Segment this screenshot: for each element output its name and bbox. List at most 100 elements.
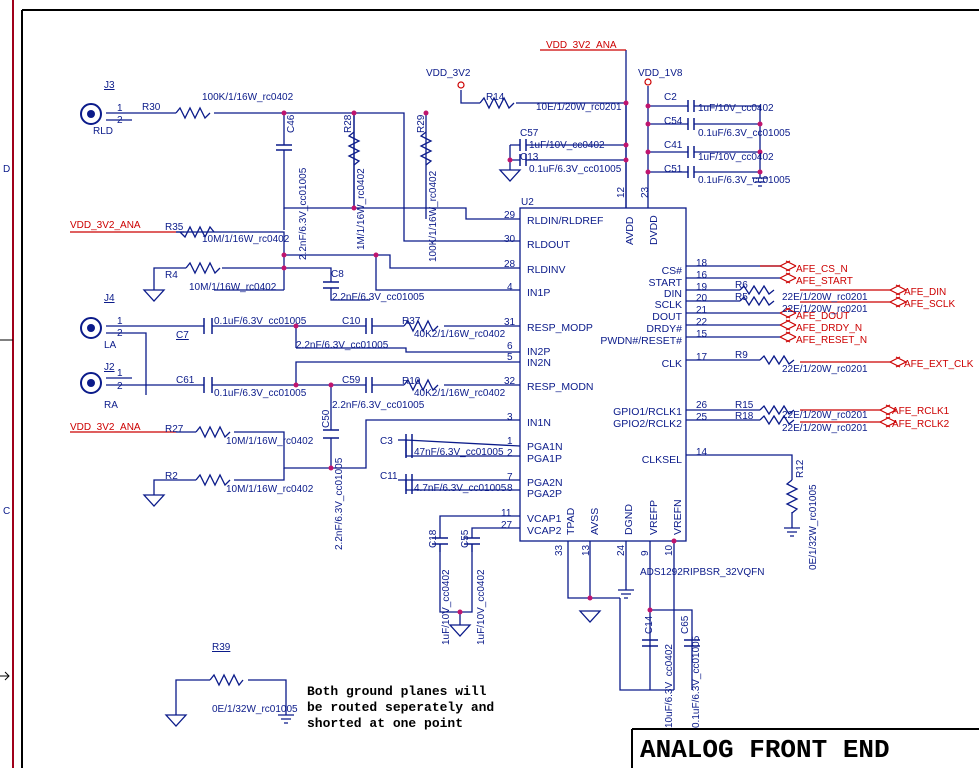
pin-number: 27 bbox=[501, 520, 513, 531]
resistor-bodies bbox=[175, 96, 799, 687]
ic-bottom-pins: TPAD 33 AVSS 13 DGND 24 VREFP 9 VREFN 10 bbox=[554, 499, 684, 556]
pin-number: 12 bbox=[616, 186, 627, 198]
c2-value: 1uF/10V_cc0402 bbox=[698, 103, 774, 114]
pin-name: VREFP bbox=[648, 500, 660, 535]
pin-name: SCLK bbox=[655, 299, 682, 311]
r4-body bbox=[185, 261, 221, 275]
pin-name: DRDY# bbox=[646, 323, 682, 335]
j2-coax-icon bbox=[80, 372, 102, 394]
pin-number: 25 bbox=[696, 412, 708, 423]
pin-name: GPIO2/RCLK2 bbox=[613, 418, 682, 430]
c41-body bbox=[687, 146, 695, 158]
pin-name: IN2P bbox=[527, 346, 550, 358]
ic-ref: U2 bbox=[521, 197, 534, 208]
pin-name: PGA1P bbox=[527, 453, 562, 465]
c55-body bbox=[464, 537, 480, 552]
pin-name: CLK bbox=[662, 358, 682, 370]
ground-icon bbox=[618, 589, 634, 599]
c3-ref: C3 bbox=[380, 436, 393, 447]
ground-icon bbox=[448, 624, 472, 637]
r9-body bbox=[759, 354, 795, 366]
pin-number: 28 bbox=[504, 259, 516, 270]
c41-ref: C41 bbox=[664, 140, 683, 151]
c54-value: 0.1uF/6.3V_cc01005 bbox=[698, 128, 791, 139]
r18-body bbox=[759, 414, 795, 426]
pin-name: RLDOUT bbox=[527, 239, 571, 251]
note-line: be routed seperately and bbox=[307, 700, 494, 715]
c2-ref: C2 bbox=[664, 92, 677, 103]
pin-name: DVDD bbox=[648, 215, 660, 245]
pin-number: 16 bbox=[696, 270, 708, 281]
c18-body bbox=[432, 537, 448, 552]
pin-number: 19 bbox=[696, 282, 708, 293]
pin-name: RLDIN/RLDREF bbox=[527, 215, 603, 227]
r6-body bbox=[739, 284, 775, 296]
ground-icon bbox=[784, 527, 800, 537]
r29-ref: R29 bbox=[416, 114, 427, 133]
junctions bbox=[281, 100, 763, 615]
r5-value: 22E/1/20W_rc0201 bbox=[782, 304, 868, 315]
pin-number: 14 bbox=[696, 447, 708, 458]
j4-pin1: 1 bbox=[117, 316, 123, 327]
pin-name: TPAD bbox=[565, 507, 577, 535]
r30-ref: R30 bbox=[142, 102, 161, 113]
pin-name: CLKSEL bbox=[642, 454, 682, 466]
ic-body bbox=[519, 207, 687, 542]
c3-value: 47nF/6.3V_cc01005 bbox=[414, 447, 504, 458]
c14-ref: C14 bbox=[644, 615, 655, 634]
c46-ref: C46 bbox=[286, 114, 297, 133]
sheet-arrow-icon bbox=[0, 671, 10, 681]
pin-name: VREFN bbox=[672, 499, 684, 535]
pin-name: CS# bbox=[662, 265, 683, 277]
j4-pin2: 2 bbox=[117, 328, 123, 339]
pin-name: AVDD bbox=[624, 216, 636, 245]
net-afe-drdy-n: AFE_DRDY_N bbox=[796, 323, 862, 334]
c13-ref: C13 bbox=[520, 152, 539, 163]
net-afe-rclk1: AFE_RCLK1 bbox=[892, 406, 950, 417]
c18-value: 1uF/10V_cc0402 bbox=[441, 569, 452, 645]
c14-body bbox=[642, 639, 658, 647]
c65-value: 0.1uF/6.3V_cc01005 bbox=[691, 635, 702, 728]
c59-body bbox=[365, 377, 373, 393]
r28-value: 1M/1/16W_rc0402 bbox=[356, 168, 367, 250]
c13-body bbox=[519, 154, 527, 166]
c50-ref: C50 bbox=[321, 409, 332, 428]
r10-ref: R10 bbox=[402, 376, 421, 387]
pin-name: START bbox=[649, 277, 683, 289]
r9-value: 22E/1/20W_rc0201 bbox=[782, 364, 868, 375]
c18-ref: C18 bbox=[428, 529, 439, 548]
ground-icon bbox=[752, 177, 768, 187]
ic-part-number: ADS1292RIPBSR_32VQFN bbox=[640, 567, 765, 578]
r5-body bbox=[739, 295, 775, 307]
pin-name: DIN bbox=[664, 288, 682, 300]
pin-number: 5 bbox=[507, 352, 513, 363]
c2-body bbox=[687, 100, 695, 112]
r37-value: 40K2/1/16W_rc0402 bbox=[414, 329, 506, 340]
supply-wires bbox=[70, 49, 780, 433]
c41-value: 1uF/10V_cc0402 bbox=[698, 152, 774, 163]
net-afe-din: AFE_DIN bbox=[904, 287, 946, 298]
ground-plane-note: Both ground planes will be routed sepera… bbox=[307, 684, 494, 731]
note-line: Both ground planes will bbox=[307, 684, 487, 699]
pin-number: 9 bbox=[640, 550, 651, 556]
c54-body bbox=[687, 118, 695, 130]
j3-pin2: 2 bbox=[117, 115, 123, 126]
pin-number: 7 bbox=[507, 472, 513, 483]
r2-value: 10M/1/16W_rc0402 bbox=[226, 484, 314, 495]
zone-label-c: C bbox=[3, 506, 10, 517]
r39-ref: R39 bbox=[212, 642, 231, 653]
ground-icon bbox=[498, 169, 522, 182]
c65-body bbox=[684, 639, 700, 647]
pin-name: IN1N bbox=[527, 417, 551, 429]
pin-name: RESP_MODN bbox=[527, 381, 594, 393]
connector-symbols bbox=[80, 103, 102, 394]
pin-name: VCAP1 bbox=[527, 513, 562, 525]
c55-value: 1uF/10V_cc0402 bbox=[476, 569, 487, 645]
vdd-3v2-port-icon bbox=[457, 81, 465, 89]
c3-body bbox=[405, 434, 413, 458]
ic-top-pins: AVDD 12 DVDD 23 bbox=[616, 186, 660, 245]
pin-number: 2 bbox=[507, 448, 513, 459]
vdd-1v8-port-icon bbox=[644, 78, 652, 86]
c46-body bbox=[276, 144, 292, 151]
